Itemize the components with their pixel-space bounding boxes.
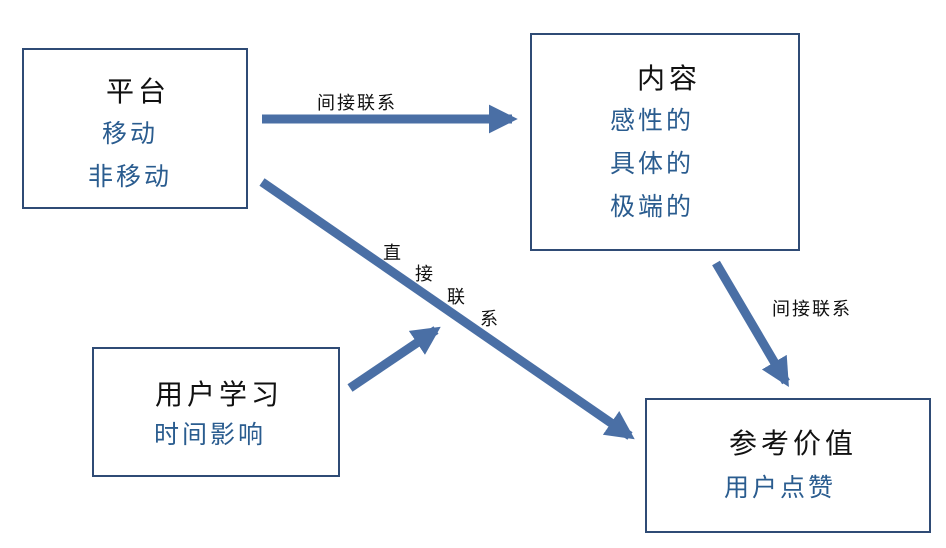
- node-reference-value-item: 用户点赞: [723, 473, 836, 502]
- node-content: 内容 感性的 具体的 极端的: [530, 33, 800, 251]
- node-platform-item: 移动: [101, 119, 158, 148]
- edge-label-direct-char: 联: [447, 287, 465, 308]
- node-content-title: 内容: [636, 62, 701, 95]
- edge-label-content-to-reference-value: 间接联系: [772, 299, 852, 320]
- node-reference-value-title: 参考价值: [728, 427, 857, 460]
- node-platform-title: 平台: [105, 75, 170, 108]
- node-content-item: 具体的: [609, 149, 694, 178]
- node-content-item: 感性的: [609, 106, 694, 135]
- node-user-learning: 用户学习 时间影响: [92, 347, 340, 477]
- edge-label-direct-char: 系: [480, 309, 498, 330]
- edge-label-direct-char: 直: [383, 243, 401, 264]
- node-platform: 平台 移动 非移动: [22, 48, 248, 209]
- edge-label-direct-char: 接: [415, 264, 433, 285]
- node-reference-value: 参考价值 用户点赞: [645, 398, 931, 533]
- node-user-learning-item: 时间影响: [153, 420, 266, 449]
- node-user-learning-title: 用户学习: [154, 378, 283, 411]
- arrow-user-learning-to-direct-link: [347, 326, 441, 392]
- node-content-item: 极端的: [609, 192, 694, 221]
- edge-label-platform-to-content: 间接联系: [317, 93, 397, 114]
- arrow-platform-to-reference-value: [259, 178, 635, 440]
- arrow-content-to-reference-value: [712, 260, 790, 387]
- node-platform-item: 非移动: [87, 162, 172, 191]
